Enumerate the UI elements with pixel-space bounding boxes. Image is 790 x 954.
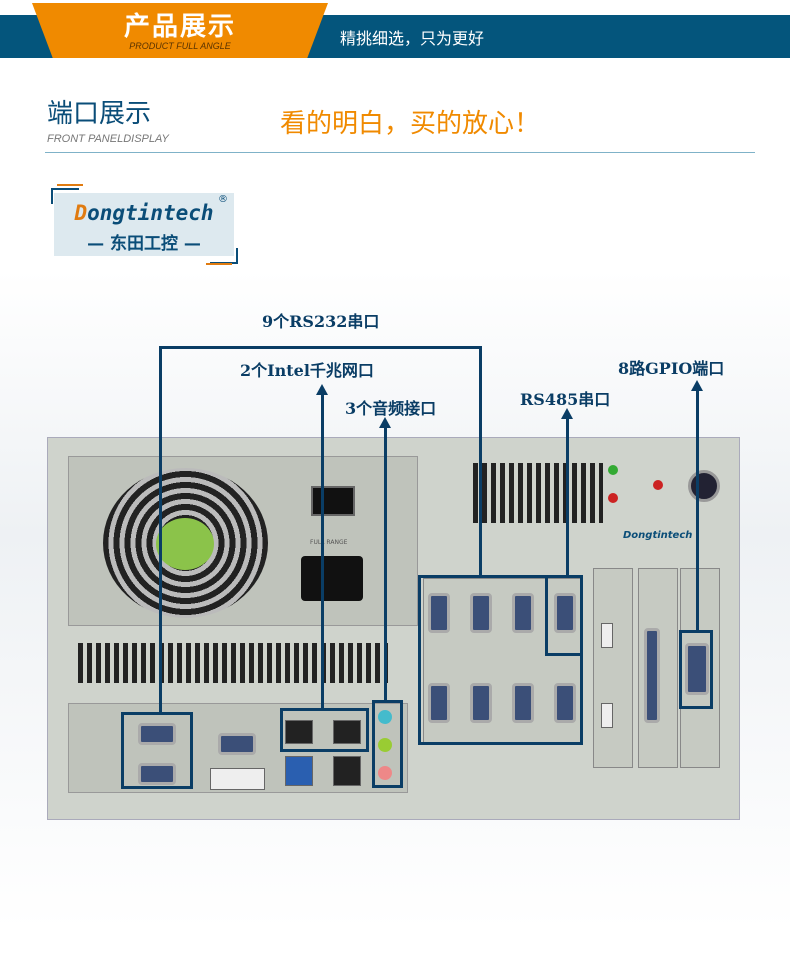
audio-jack xyxy=(378,710,392,724)
usb-port xyxy=(601,703,613,728)
section-subtitle: FRONT PANELDISPLAY xyxy=(47,133,169,145)
section-title: 端口展示 xyxy=(47,99,152,129)
logo-corner xyxy=(206,263,232,265)
fan-hub xyxy=(156,518,214,570)
section-tagline: 看的明白，买的放心！ xyxy=(280,109,541,139)
lan-port xyxy=(285,720,313,744)
header-tab xyxy=(32,3,328,58)
logo-corner xyxy=(51,188,79,204)
callout-lan: 2个Intel千兆网口 xyxy=(240,361,374,380)
brand-logo: Dongtintech ® — 东田工控 — xyxy=(54,193,234,256)
connector-line xyxy=(384,427,387,700)
ac-inlet xyxy=(301,556,363,601)
rs485-port xyxy=(554,593,576,633)
logo-corner xyxy=(57,184,83,186)
power-switch[interactable] xyxy=(311,486,355,516)
header-slogan: 精挑细选，只为更好 xyxy=(340,29,485,48)
led-hdd xyxy=(608,493,618,503)
vent xyxy=(473,463,603,523)
reset-button[interactable] xyxy=(653,480,663,490)
control-panel xyxy=(406,453,724,563)
chassis-badge: Dongtintech xyxy=(623,530,693,541)
led-power xyxy=(608,465,618,475)
registered-mark: ® xyxy=(218,194,228,205)
gpio-port xyxy=(685,643,709,695)
power-button[interactable] xyxy=(688,470,720,502)
connector-line xyxy=(321,394,324,708)
header-title: 产品展示 xyxy=(123,12,236,42)
arrow-icon xyxy=(316,384,328,395)
audio-jack xyxy=(378,766,392,780)
connector-line xyxy=(566,418,569,575)
psu-label: FULL RANGE xyxy=(310,539,348,546)
rs232-port xyxy=(428,683,450,723)
callout-audio: 3个音频接口 xyxy=(345,399,437,418)
usb-port xyxy=(333,756,361,786)
highlight-gpio xyxy=(679,630,713,709)
callout-rs485: RS485串口 xyxy=(520,390,611,409)
arrow-icon xyxy=(561,408,573,419)
rs232-port xyxy=(512,683,534,723)
parallel-port xyxy=(644,628,660,723)
rs232-port xyxy=(470,593,492,633)
highlight-lan xyxy=(280,708,369,752)
vent xyxy=(78,643,388,683)
serial-port xyxy=(138,763,176,785)
rs232-port xyxy=(554,683,576,723)
logo-text-en: Dongtintech xyxy=(74,201,214,225)
dvi-port xyxy=(210,768,265,790)
highlight-rs485 xyxy=(545,575,583,656)
connector-line xyxy=(479,346,482,575)
connector-line xyxy=(159,346,482,349)
arrow-icon xyxy=(691,380,703,391)
highlight-rs232-onboard xyxy=(121,712,193,789)
header-subtitle: PRODUCT FULL ANGLE xyxy=(129,41,231,51)
chassis: FULL RANGE Dongtintech xyxy=(47,437,740,820)
rs232-port xyxy=(428,593,450,633)
callout-rs232: 9个RS232串口 xyxy=(262,312,380,331)
usb-port xyxy=(285,756,313,786)
logo-text-cn: — 东田工控 — xyxy=(87,234,201,254)
expansion-card xyxy=(593,568,633,768)
callout-gpio: 8路GPIO端口 xyxy=(618,359,725,378)
logo-corner xyxy=(210,248,238,264)
connector-line xyxy=(159,346,162,712)
rs232-port xyxy=(512,593,534,633)
lan-port xyxy=(333,720,361,744)
rs232-port xyxy=(470,683,492,723)
audio-jack xyxy=(378,738,392,752)
divider xyxy=(45,152,755,153)
serial-port xyxy=(138,723,176,745)
usb-port xyxy=(601,623,613,648)
arrow-icon xyxy=(379,417,391,428)
highlight-rs232-cards xyxy=(418,575,583,745)
highlight-audio xyxy=(372,700,403,788)
connector-line xyxy=(696,390,699,630)
vga-port xyxy=(218,733,256,755)
